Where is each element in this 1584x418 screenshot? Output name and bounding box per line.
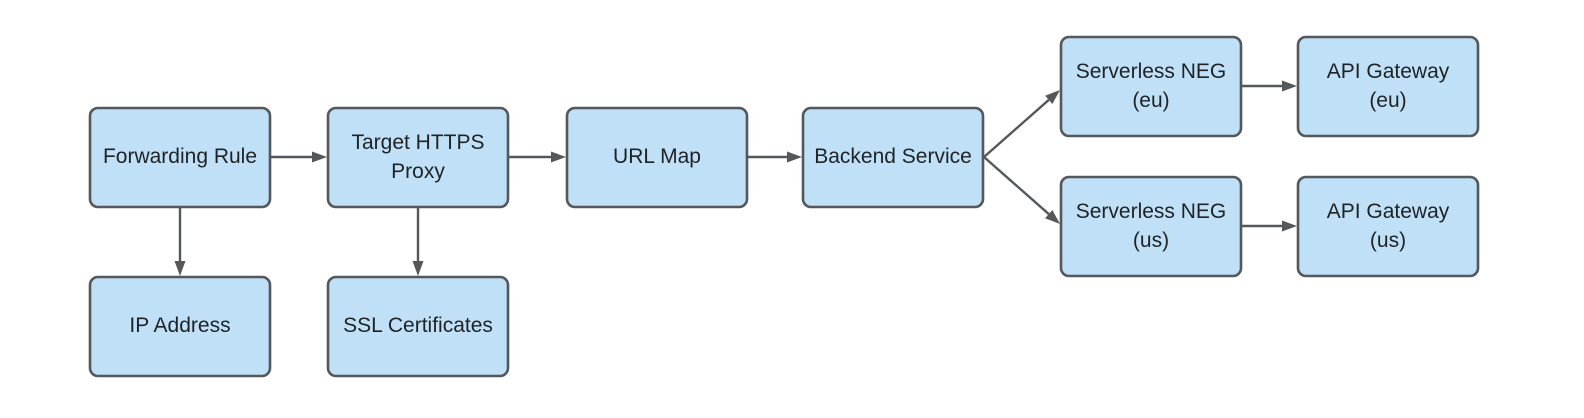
node-box[interactable] — [565, 106, 749, 209]
edge-target-https-proxy-to-url-map — [509, 151, 566, 163]
nodes-layer: Forwarding Rule Target HTTPS Proxy URL Map B… — [88, 35, 1480, 378]
node-label: Backend Service — [814, 145, 972, 168]
node-url-map[interactable]: URL Map — [565, 106, 749, 209]
node-label: IP Address — [129, 314, 230, 337]
edge-serverless-neg-us-to-api-gateway-us — [1242, 220, 1297, 232]
node-sublabel: Proxy — [391, 160, 445, 183]
node-box[interactable] — [326, 106, 510, 209]
node-box[interactable] — [88, 275, 272, 378]
edge-forwarding-rule-to-ip-address — [174, 208, 186, 276]
node-ip-address[interactable]: IP Address — [88, 275, 272, 378]
node-label: Forwarding Rule — [103, 145, 257, 168]
node-label: API Gateway — [1327, 200, 1450, 223]
node-label: Serverless NEG — [1076, 60, 1227, 83]
arrowhead-icon — [551, 151, 566, 163]
node-label: SSL Certificates — [343, 314, 493, 337]
node-label: API Gateway — [1327, 60, 1450, 83]
node-forwarding-rule[interactable]: Forwarding Rule — [88, 106, 272, 209]
arrowhead-icon — [312, 151, 327, 163]
node-sublabel: (us) — [1370, 229, 1406, 252]
node-sublabel: (eu) — [1132, 89, 1169, 112]
node-sublabel: (us) — [1133, 229, 1169, 252]
node-box[interactable] — [326, 275, 510, 378]
edge-serverless-neg-eu-to-api-gateway-eu — [1242, 80, 1297, 92]
arrowhead-icon — [412, 261, 424, 276]
arrowhead-icon — [1045, 209, 1060, 224]
arrowhead-icon — [1045, 90, 1060, 105]
node-box[interactable] — [1296, 35, 1480, 138]
node-label: URL Map — [613, 145, 701, 168]
node-backend-service[interactable]: Backend Service — [801, 106, 985, 209]
node-ssl-certificates[interactable]: SSL Certificates — [326, 275, 510, 378]
edge-backend-service-to-serverless-neg-us — [983, 156, 1060, 224]
edge-backend-service-to-serverless-neg-eu — [983, 90, 1060, 158]
node-box[interactable] — [801, 106, 985, 209]
node-label: Target HTTPS — [351, 131, 484, 154]
node-box[interactable] — [88, 106, 272, 209]
node-box[interactable] — [1059, 175, 1243, 278]
arrowhead-icon — [174, 261, 186, 276]
node-sublabel: (eu) — [1369, 89, 1406, 112]
arrowhead-icon — [787, 151, 802, 163]
arrowhead-icon — [1282, 80, 1297, 92]
node-api-gateway-eu[interactable]: API Gateway (eu) — [1296, 35, 1480, 138]
edge-target-https-proxy-to-ssl-certificates — [412, 208, 424, 276]
edge-line — [983, 156, 1050, 215]
node-api-gateway-us[interactable]: API Gateway (us) — [1296, 175, 1480, 278]
node-label: Serverless NEG — [1076, 200, 1227, 223]
edge-line — [983, 99, 1050, 158]
node-box[interactable] — [1059, 35, 1243, 138]
edge-forwarding-rule-to-target-https-proxy — [271, 151, 327, 163]
node-target-https-proxy[interactable]: Target HTTPS Proxy — [326, 106, 510, 209]
edges-layer — [174, 80, 1297, 276]
arrowhead-icon — [1282, 220, 1297, 232]
node-serverless-neg-eu[interactable]: Serverless NEG (eu) — [1059, 35, 1243, 138]
node-box[interactable] — [1296, 175, 1480, 278]
node-serverless-neg-us[interactable]: Serverless NEG (us) — [1059, 175, 1243, 278]
edge-url-map-to-backend-service — [748, 151, 802, 163]
